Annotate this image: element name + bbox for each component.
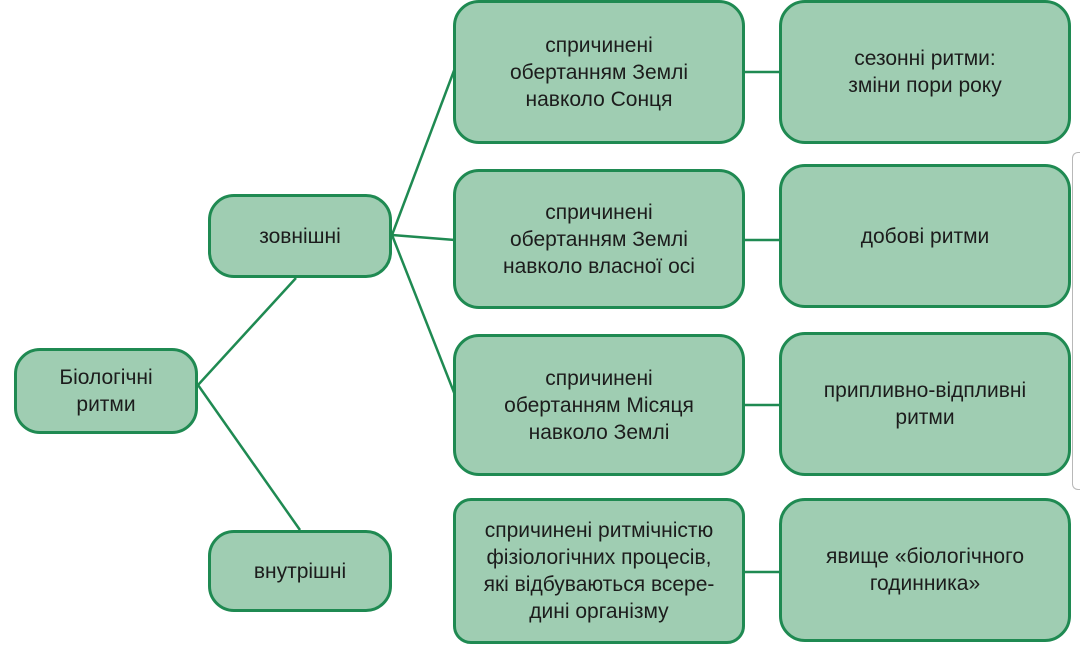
node-result-seasonal: сезонні ритми: зміни пори року	[779, 0, 1071, 144]
node-cause-sun: спричинені обертанням Землі навколо Сонц…	[453, 0, 745, 144]
connector-root-internal	[196, 384, 302, 531]
node-result-daily: добові ритми	[779, 164, 1071, 308]
node-biological-rhythms: Біологічні ритми	[14, 348, 198, 434]
node-cause-moon: спричинені обертанням Місяця навколо Зем…	[453, 334, 745, 476]
node-cause-physiology: спричинені ритмічністю фізіологічних про…	[453, 498, 745, 644]
connector-external-axis	[391, 233, 456, 242]
connector-root-external	[197, 277, 297, 386]
connector-external-moon	[390, 234, 457, 396]
node-internal: внутрішні	[208, 530, 392, 612]
edge-bracket-decoration	[1072, 152, 1080, 490]
node-result-clock: явище «біологічного годинника»	[779, 498, 1071, 642]
node-result-tidal: припливно-відпливні ритми	[779, 332, 1071, 476]
node-cause-axis: спричинені обертанням Землі навколо влас…	[453, 169, 745, 309]
connector-external-sun	[390, 67, 457, 236]
node-external: зовнішні	[208, 194, 392, 278]
